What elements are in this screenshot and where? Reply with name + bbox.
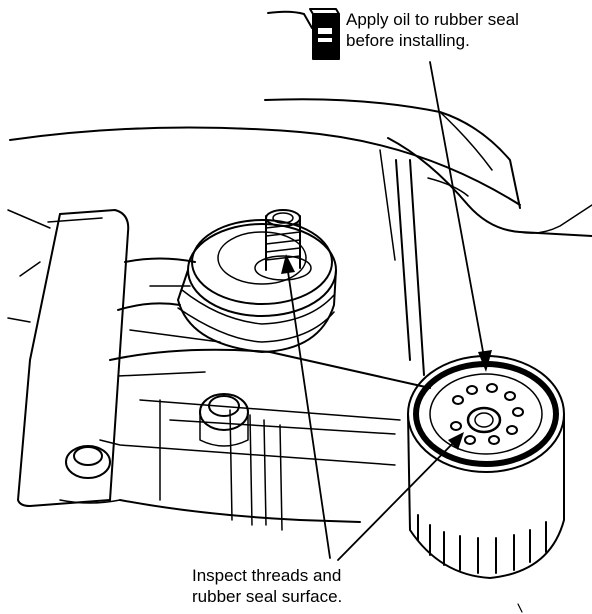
arrowhead-oil-seal	[478, 350, 492, 372]
arrowhead-seal-surface	[448, 432, 464, 450]
leader-threads	[285, 257, 331, 559]
filter-mount-boss	[177, 209, 337, 353]
arrowhead-threads	[281, 254, 295, 274]
leader-lines	[285, 61, 487, 561]
oil-callout-line-2: before installing.	[346, 31, 470, 50]
oil-seal-callout: Apply oil to rubber seal before installi…	[346, 9, 519, 51]
oil-filter	[407, 355, 565, 579]
engine-block-outline	[7, 98, 592, 531]
oil-can-icon	[309, 8, 340, 60]
arrowheads	[281, 254, 492, 450]
inspect-callout: Inspect threads and rubber seal surface.	[192, 565, 342, 607]
inspect-callout-line-2: rubber seal surface.	[192, 587, 343, 606]
inspect-callout-line-1: Inspect threads and	[192, 566, 342, 585]
leader-seal-surface	[337, 433, 463, 561]
oil-callout-line-1: Apply oil to rubber seal	[346, 10, 519, 29]
leader-oil-seal	[429, 61, 487, 369]
